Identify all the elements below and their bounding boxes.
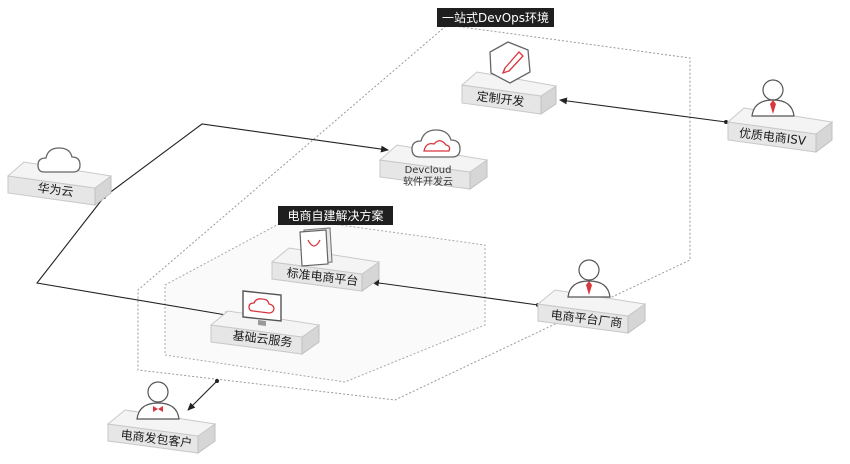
person-tie-icon — [567, 259, 611, 298]
pencil-hexagon-icon — [489, 41, 531, 84]
basic-cloud-label: 基础云服务 — [232, 327, 293, 349]
node-platform-vendor[interactable]: 电商平台厂商 — [536, 259, 647, 334]
devops-zone-badge: 一站式DevOps环境 — [437, 8, 554, 27]
node-standard-platform[interactable]: 标准电商平台 — [270, 227, 381, 292]
node-huawei-cloud[interactable]: 华为云 — [6, 147, 113, 206]
connectors — [36, 97, 728, 411]
shopping-bag-icon — [299, 227, 333, 267]
node-devcloud[interactable]: Devcloud 软件开发云 — [378, 129, 489, 190]
connector-huawei-to-devcloud — [102, 123, 389, 199]
solution-zone-title: 电商自建解决方案 — [287, 208, 383, 223]
devcloud-label-line2: 软件开发云 — [403, 175, 453, 188]
cloud-icon — [37, 147, 81, 173]
devops-zone — [137, 24, 691, 401]
solution-zone-badge: 电商自建解决方案 — [278, 206, 393, 225]
node-basic-cloud[interactable]: 基础云服务 — [209, 290, 321, 355]
node-custom-dev[interactable]: 定制开发 — [460, 41, 558, 115]
connector-vendor-to-standard-platform — [371, 279, 540, 307]
person-tie-icon — [751, 79, 795, 117]
person-bowtie-icon — [136, 381, 180, 420]
connector-isv-to-custom-dev — [559, 97, 728, 124]
connector-huawei-to-basic-cloud — [36, 196, 233, 319]
node-outsourcing-customer[interactable]: 电商发包客户 — [106, 381, 217, 454]
node-quality-isv[interactable]: 优质电商ISV — [726, 79, 834, 153]
cloud-icon — [411, 129, 461, 158]
monitor-cloud-icon — [242, 290, 282, 326]
custom-dev-label: 定制开发 — [476, 88, 525, 109]
devcloud-label-line1: Devcloud — [405, 165, 452, 176]
devops-zone-title: 一站式DevOps环境 — [442, 10, 549, 25]
huawei-cloud-label: 华为云 — [37, 181, 74, 199]
connector-zone-to-customer — [187, 379, 219, 411]
